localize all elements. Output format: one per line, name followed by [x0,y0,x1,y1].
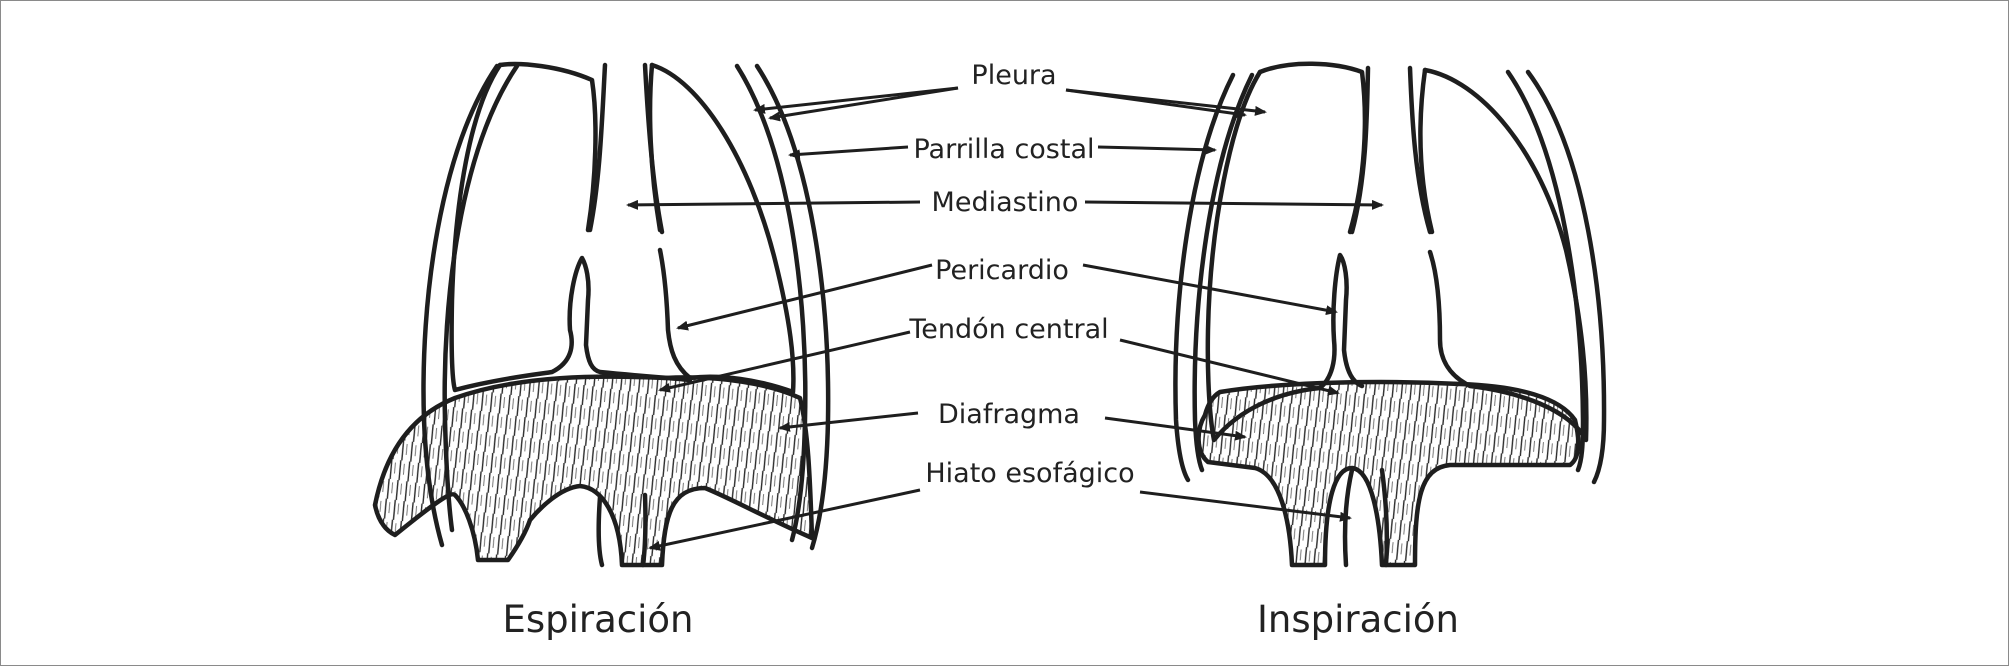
expiration-right-lung [649,62,796,395]
expiration-figure [372,61,831,568]
label-hiato-esofagico: Hiato esofágico [925,458,1134,489]
inspiration-figure [1173,61,1607,568]
expiration-left-lung [449,62,693,393]
label-parrilla-costal: Parrilla costal [913,134,1094,165]
label-diafragma: Diafragma [938,399,1080,430]
inspiration-mediastinum-right [1407,65,1433,235]
expiration-ribcage-right-outer [754,63,831,551]
expiration-mediastinum-left [587,62,608,233]
expiration-ribcage-right-inner [734,63,808,543]
caption-inspiration: Inspiración [1257,598,1459,641]
inspiration-mediastinum-left [1349,65,1371,235]
inspiration-ribcage-left-outer [1173,72,1236,483]
label-pleura: Pleura [971,60,1056,91]
expiration-mediastinum-right [642,62,665,235]
expiration-ribcage-left-inner [442,63,520,533]
captions: Espiración Inspiración [502,598,1459,641]
label-tendon-central: Tendón central [908,314,1108,345]
inspiration-ribcage-right-inner [1505,69,1586,473]
label-pericardio: Pericardio [935,255,1069,286]
label-mediastino: Mediastino [932,187,1079,218]
inspiration-ribcage-left-inner [1192,72,1255,473]
leader-lines [626,86,1384,551]
inspiration-right-lung [1422,67,1589,443]
inspiration-ribcage-right-outer [1525,69,1607,485]
expiration-diaphragm-muscle [372,374,815,568]
inspiration-left-lung-apex [1257,61,1368,235]
expiration-esophagus [596,492,648,568]
labels: Pleura Parrilla costal Mediastino Perica… [908,60,1134,489]
inspiration-right-lung-apex [1418,67,1435,235]
caption-expiration: Espiración [502,598,693,641]
expiration-left-lung-apex [497,61,598,233]
expiration-ribcage-left-outer [421,63,500,548]
